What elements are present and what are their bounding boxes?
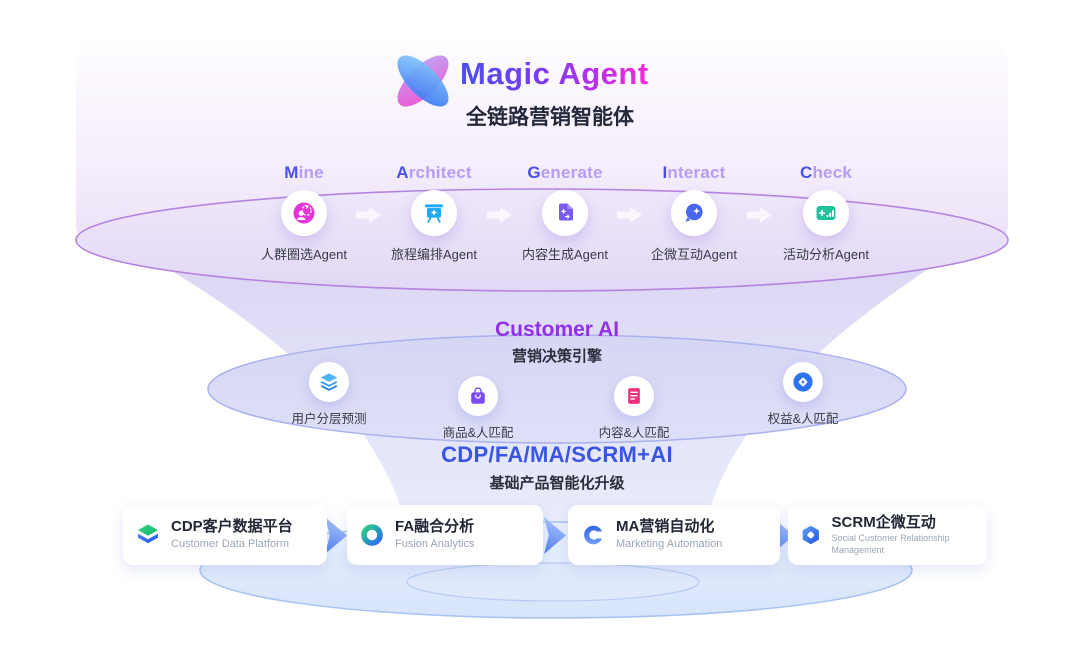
product-title: FA融合分析: [395, 518, 475, 536]
middle-ellipse: [207, 334, 907, 444]
analytics-icon: [816, 206, 836, 220]
product-card-cdp: CDP客户数据平台 Customer Data Platform: [123, 505, 327, 565]
product-card-scrm: SCRM企微互动 Social Customer Relationship Ma…: [788, 505, 987, 565]
product-card-fa: FA融合分析 Fusion Analytics: [347, 505, 543, 565]
capability-icon-circle: [309, 362, 349, 402]
stage-label: Check: [799, 163, 853, 182]
product-card-ma: MA营销自动化 Marketing Automation: [568, 505, 780, 565]
engine-subtitle: 营销决策引擎: [511, 348, 602, 365]
capability-user-segmentation: 用户分层预测: [254, 362, 404, 427]
content-match-icon: [628, 388, 640, 404]
stage-check: Check 活动分析Agent: [751, 163, 901, 263]
stage-agent-label: 人群圈选Agent: [261, 247, 347, 262]
product-subtitle: Customer Data Platform: [171, 538, 289, 551]
flow-arrow-icon: [356, 207, 381, 223]
benefit-match-icon: [793, 372, 813, 392]
stage-icon-circle: [411, 190, 457, 236]
product-subtitle: Social Customer Relationship Management: [831, 533, 950, 555]
stage-label: Architect: [396, 163, 472, 182]
stage-agent-label: 企微互动Agent: [651, 247, 737, 262]
scrm-logo-icon: [802, 525, 819, 545]
content-generate-icon: [559, 203, 573, 221]
foundation-title: CDP/FA/MA/SCRM+AI: [441, 442, 673, 467]
engine-title: Customer AI: [494, 318, 620, 341]
journey-board-icon: [425, 204, 443, 223]
layers-icon: [320, 373, 338, 391]
cdp-logo-icon: [138, 524, 158, 544]
flow-arrow-icon: [487, 207, 512, 223]
capability-label: 商品&人匹配: [442, 426, 514, 440]
stage-icon-circle: [803, 190, 849, 236]
stage-label: Interact: [662, 163, 726, 182]
ma-logo-icon: [584, 525, 602, 545]
capability-icon-circle: [783, 362, 823, 402]
flow-arrow-icon: [747, 207, 772, 223]
capability-icon-circle: [458, 376, 498, 416]
stage-icon-circle: [281, 190, 327, 236]
product-subtitle: Fusion Analytics: [395, 538, 475, 551]
foundation-heading: CDP/FA/MA/SCRM+AI 基础产品智能化升级: [307, 442, 807, 493]
shopping-bag-icon: [471, 387, 485, 404]
page-subtitle: 全链路营销智能体: [466, 106, 634, 129]
stage-label: Generate: [527, 163, 603, 182]
page-title: Magic Agent: [460, 56, 649, 91]
product-title: CDP客户数据平台: [171, 518, 293, 536]
flow-arrow-icon: [617, 207, 642, 223]
capability-benefit-match: 权益&人匹配: [728, 362, 878, 427]
funnel-outlet-ellipse: [406, 562, 700, 602]
engine-heading: Customer AI 营销决策引擎: [307, 318, 807, 366]
card-text: FA融合分析 Fusion Analytics: [395, 518, 474, 551]
card-text: SCRM企微互动 Social Customer Relationship Ma…: [832, 514, 975, 556]
capability-label: 权益&人匹配: [767, 412, 839, 426]
card-text: CDP客户数据平台 Customer Data Platform: [171, 518, 293, 551]
capability-icon-circle: [614, 376, 654, 416]
chat-sparkle-icon: [685, 203, 703, 222]
capability-label: 用户分层预测: [291, 412, 367, 426]
stage-mine: Mine 人群圈选Agent: [229, 163, 379, 263]
capability-label: 内容&人匹配: [598, 426, 670, 440]
card-text: MA营销自动化 Marketing Automation: [616, 518, 722, 551]
foundation-subtitle: 基础产品智能化升级: [489, 475, 625, 492]
stage-agent-label: 活动分析Agent: [783, 247, 869, 262]
stage-icon-circle: [671, 190, 717, 236]
magic-agent-logo-icon: [397, 55, 449, 107]
stage-agent-label: 内容生成Agent: [522, 247, 608, 262]
stage-label: Mine: [284, 163, 324, 182]
stage-icon-circle: [542, 190, 588, 236]
capability-content-match: 内容&人匹配: [559, 376, 709, 441]
capability-product-match: 商品&人匹配: [403, 376, 553, 441]
fa-logo-icon: [361, 524, 383, 546]
product-title: SCRM企微互动: [831, 514, 936, 532]
stage-interact: Interact 企微互动Agent: [619, 163, 769, 263]
audience-select-icon: [293, 202, 315, 224]
product-subtitle: Marketing Automation: [616, 538, 723, 551]
stage-architect: Architect 旅程编排Agent: [359, 163, 509, 263]
product-title: MA营销自动化: [616, 518, 715, 536]
stage-generate: Generate 内容生成Agent: [490, 163, 640, 263]
stage-agent-label: 旅程编排Agent: [391, 247, 477, 262]
